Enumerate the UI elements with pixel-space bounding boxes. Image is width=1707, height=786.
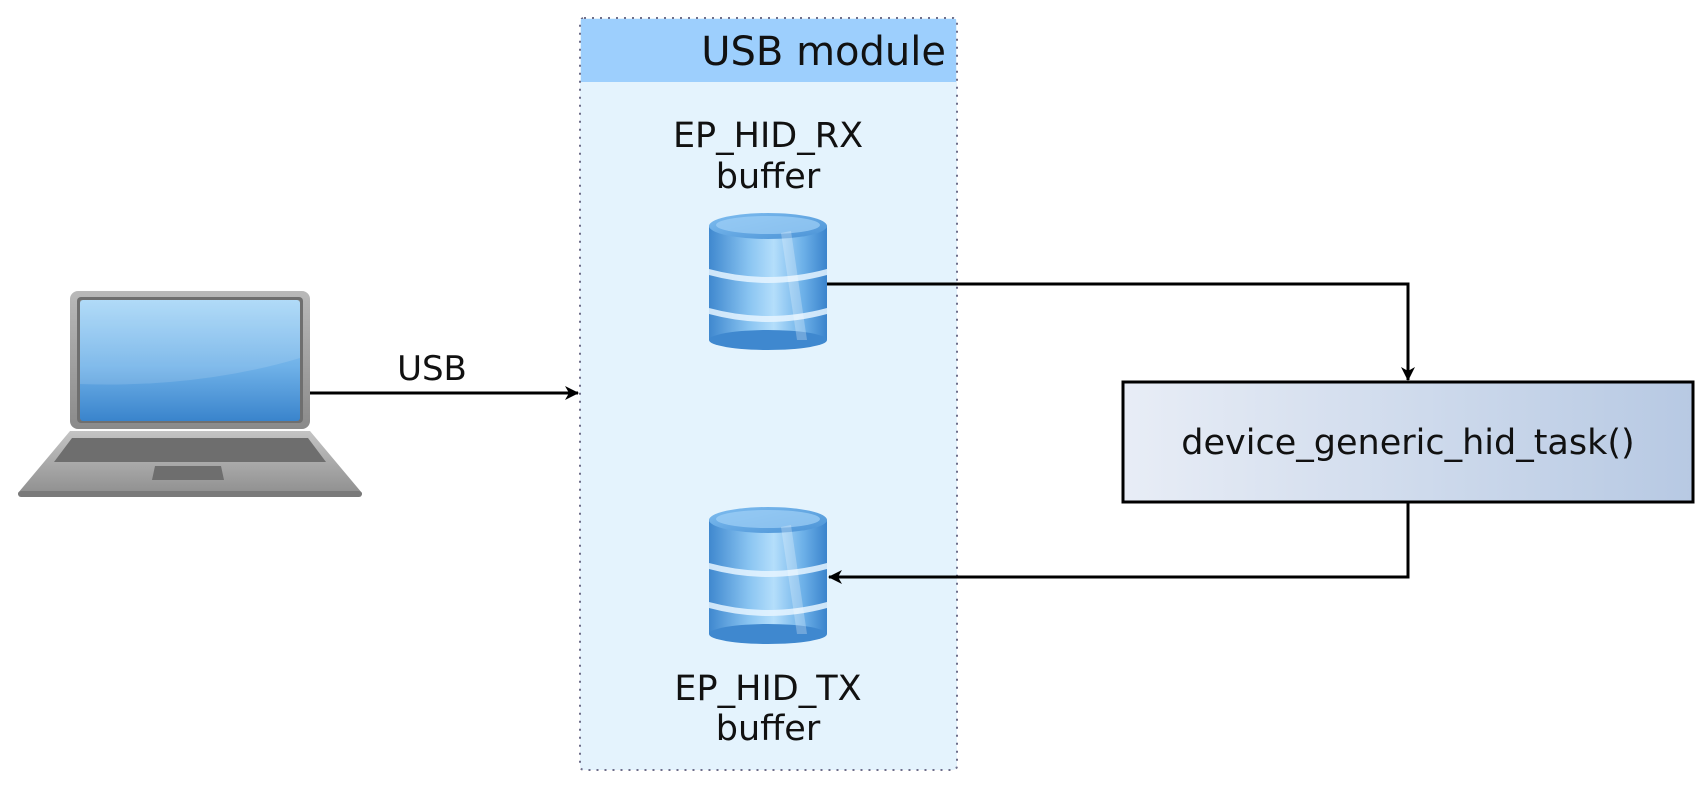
- database-icon: [709, 507, 827, 644]
- tx-buffer-sublabel: buffer: [716, 709, 821, 749]
- laptop-icon: [18, 291, 362, 497]
- task-box: device_generic_hid_task(): [1121, 380, 1695, 504]
- task-box-body: [1121, 380, 1695, 504]
- rx-buffer-label: EP_HID_RX: [673, 116, 863, 156]
- rx-to-task-arrow: [827, 282, 1415, 381]
- tx-buffer-label: EP_HID_TX: [674, 669, 861, 709]
- task-label: device_generic_hid_task(): [1181, 423, 1634, 463]
- rx-buffer-sublabel: buffer: [716, 157, 821, 197]
- task-to-tx-arrow: [828, 502, 1410, 584]
- tx-buffer: EP_HID_TX buffer: [674, 507, 862, 749]
- usb-module: USB module: [579, 17, 958, 771]
- database-icon: [709, 213, 827, 350]
- usb-module-body: [579, 17, 958, 771]
- usb-module-header: [581, 19, 956, 82]
- rx-buffer: EP_HID_RX buffer: [673, 116, 863, 350]
- usb-label: USB: [397, 349, 467, 389]
- usb-connection: USB: [310, 349, 579, 400]
- usb-module-title: USB module: [701, 29, 946, 75]
